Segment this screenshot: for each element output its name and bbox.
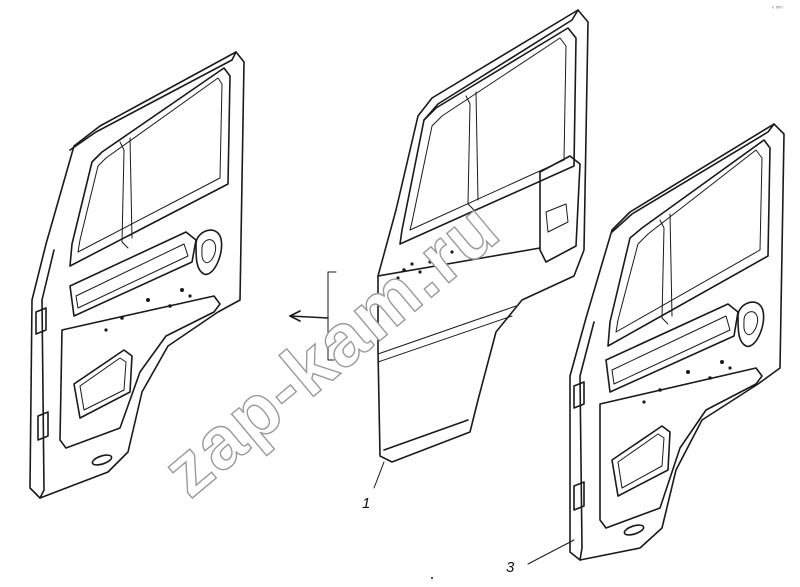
callout-1: 1 [362,495,370,512]
door-outer-view-center [373,9,589,489]
corner-mark: ⁿ ᵐᵐ [772,5,783,12]
callout-3: 3 [506,559,515,576]
stray-dot [431,577,433,579]
door-inner-view-right [527,123,785,565]
door-inner-view-left [29,51,245,499]
view-direction-arrow [289,271,337,361]
